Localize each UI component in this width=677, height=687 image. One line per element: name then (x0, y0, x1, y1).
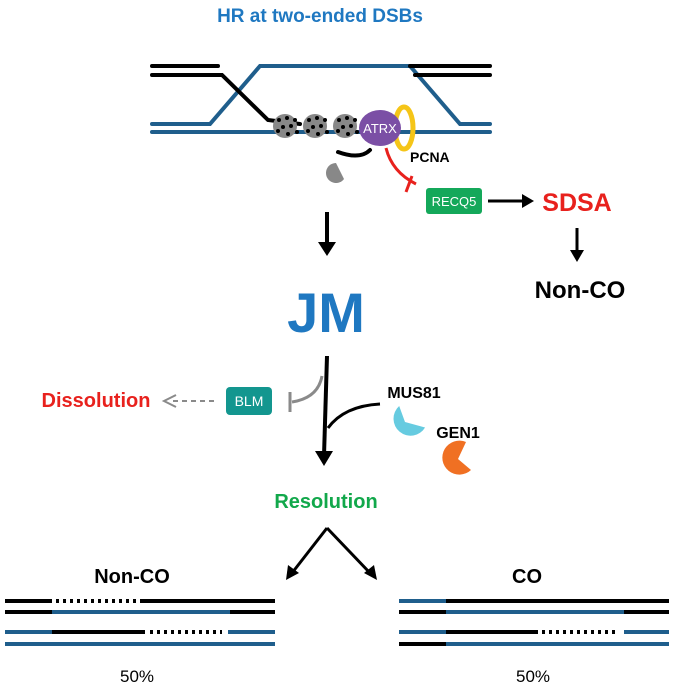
pcna-label: PCNA (410, 149, 450, 165)
co-product (399, 599, 669, 646)
co-bottom-label: CO (512, 566, 542, 588)
arrow-blm-dissolution-head (161, 394, 177, 408)
nucleosome-2 (303, 114, 329, 138)
blm-box (226, 387, 272, 415)
atrx-label: ATRX (363, 121, 397, 136)
pct-right-label: 50% (516, 667, 550, 686)
non-co-bottom-label: Non-CO (94, 566, 170, 588)
arrow-to-jm-head (318, 242, 336, 256)
dloop-structure (150, 64, 492, 134)
nucleosome-1 (273, 114, 299, 138)
nucleosome-3 (333, 114, 359, 138)
arrow-branch-right (325, 526, 372, 575)
nucleosomes (273, 114, 359, 138)
arrow-branch-left (290, 527, 329, 574)
recq5-label: RECQ5 (432, 194, 477, 209)
gen1-label: GEN1 (436, 425, 480, 442)
arrow-branch-right-head (364, 565, 377, 580)
diagram-title: HR at two-ended DSBs (217, 6, 423, 27)
resolution-label: Resolution (274, 491, 377, 513)
histone-removal-arrow (336, 148, 372, 158)
sdsa-label: SDSA (542, 189, 611, 217)
blm-label: BLM (235, 393, 264, 409)
gen1-pacman-icon (442, 440, 471, 475)
non-co-top-label: Non-CO (535, 277, 626, 304)
mus81-pacman-icon (393, 406, 426, 436)
released-histone-icon (325, 163, 344, 184)
blm-inhibition-curve (291, 375, 324, 404)
arrow-sdsa-nonco-head (570, 250, 584, 262)
non-co-product (5, 599, 275, 646)
pct-left-label: 50% (120, 667, 154, 686)
atrx-protein (359, 110, 401, 146)
mus81-label: MUS81 (387, 385, 440, 402)
arrow-recq5-sdsa-head (522, 194, 534, 208)
arrow-to-resolution (322, 355, 329, 457)
arrow-to-resolution-head (315, 451, 333, 466)
atrx-recq5-inhibition (384, 147, 417, 186)
inhibition-bar-red (404, 175, 414, 193)
recq5-box (426, 188, 482, 214)
blue-strand-top (150, 64, 492, 126)
arrow-branch-left-head (286, 565, 299, 580)
dissolution-label: Dissolution (42, 390, 151, 412)
jm-label: JM (287, 281, 365, 344)
mus81-activation-curve (326, 402, 381, 429)
